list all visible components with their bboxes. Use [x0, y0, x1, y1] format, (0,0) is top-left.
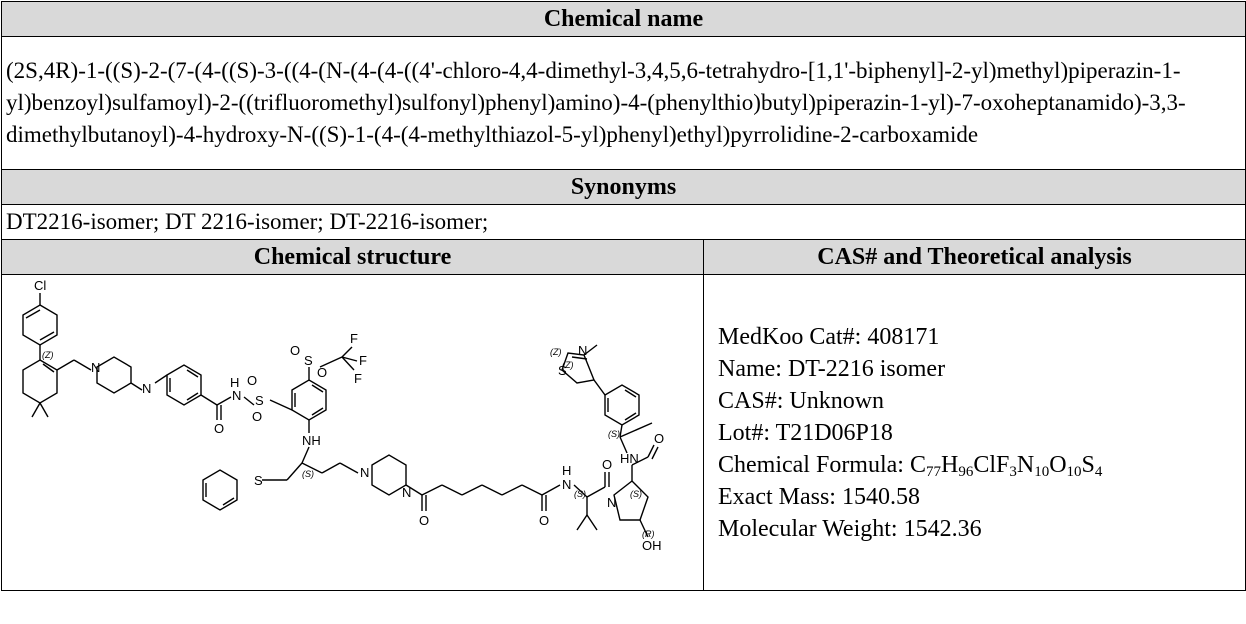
stereo-s-tert-leucine: (S) [574, 489, 586, 499]
synonyms-header: Synonyms [1, 169, 1246, 205]
atom-nh-aniline: NH [302, 433, 321, 448]
formula-element: H [940, 451, 959, 478]
atom-n-piperazine-1a: N [91, 360, 100, 375]
chemical-structure-header: Chemical structure [1, 239, 704, 275]
stereo-s-pyrrolidine: (S) [630, 489, 642, 499]
cas-analysis-header: CAS# and Theoretical analysis [703, 239, 1246, 275]
formula-element: S [1081, 451, 1095, 478]
atom-o-ketone: O [419, 513, 429, 528]
atom-n-piperazine-2a: N [360, 465, 369, 480]
atom-o-triflyl-2: O [317, 365, 327, 380]
atom-f-3: F [354, 371, 362, 386]
formula-element: O [1049, 451, 1067, 478]
atom-o-acyl: O [602, 457, 612, 472]
analysis-cell: MedKoo Cat#: 408171 Name: DT-2216 isomer… [703, 274, 1246, 591]
molecular-weight: Molecular Weight: 1542.36 [718, 515, 982, 542]
atom-oh: OH [642, 538, 662, 553]
atom-s-thioether: S [254, 473, 263, 488]
medkoo-cat: MedKoo Cat#: 408171 [718, 323, 940, 350]
stereo-s-ethyl: (S) [608, 429, 620, 439]
formula-label: Chemical Formula: [718, 451, 910, 478]
chemical-name-header: Chemical name [1, 1, 1246, 37]
product-sheet: Chemical name (2S,4R)-1-((S)-2-(7-(4-((S… [1, 1, 1246, 591]
synonyms-text: DT2216-isomer; DT 2216-isomer; DT-2216-i… [1, 204, 1246, 240]
formula-subscript: 3 [1009, 463, 1017, 480]
atom-o-sulfamoyl-1: O [247, 373, 257, 388]
atom-o-amide: O [214, 421, 224, 436]
atom-n-amide: N [232, 388, 241, 403]
atom-n-piperazine-2b: N [402, 485, 411, 500]
cas-number: CAS#: Unknown [718, 387, 885, 414]
chemical-name-text: (2S,4R)-1-((S)-2-(7-(4-((S)-3-((4-(N-(4-… [1, 36, 1246, 170]
chemical-structure-cell: Cl N N H N O S O O S O O F F F NH S [1, 274, 704, 591]
atom-n-pyrrolidine: N [607, 495, 616, 510]
atom-n-thiazole: N [578, 343, 587, 358]
formula-subscript: 96 [958, 463, 974, 480]
formula-element: N [1016, 451, 1035, 478]
stereo-z-thiazole-2: (Z) [562, 360, 574, 370]
stereo-r-hydroxy: (R) [642, 529, 655, 539]
atom-o-triflyl-1: O [290, 343, 300, 358]
stereo-z-thiazole-1: (Z) [550, 347, 562, 357]
exact-mass: Exact Mass: 1540.58 [718, 483, 920, 510]
stereo-s-chain: (S) [302, 469, 314, 479]
chemical-formula: Chemical Formula: C77H96ClF3N10O10S4 [718, 449, 1241, 481]
formula-subscript: 10 [1066, 463, 1082, 480]
product-name: Name: DT-2216 isomer [718, 355, 946, 382]
atom-s-sulfamoyl: S [255, 393, 264, 408]
atom-s-triflyl: S [304, 353, 313, 368]
atom-o-sulfamoyl-2: O [252, 409, 262, 424]
formula-element: C [909, 451, 926, 478]
formula-subscript: 10 [1034, 463, 1050, 480]
chemical-structure-drawing: Cl N N H N O S O O S O O F F F NH S [22, 278, 664, 553]
atom-f-2: F [359, 353, 367, 368]
stereo-z-cyclohexene: (Z) [42, 350, 54, 360]
atom-f-1: F [350, 331, 358, 346]
atom-o-amide-2: O [539, 513, 549, 528]
formula-subscript: 77 [925, 463, 941, 480]
atom-n-piperazine-1b: N [142, 381, 151, 396]
formula-element: ClF [973, 451, 1010, 478]
atom-cl: Cl [34, 278, 46, 293]
formula-subscript: 4 [1094, 463, 1103, 480]
atom-h-amide-2: H [562, 463, 571, 478]
atom-n-amide-2: N [562, 477, 571, 492]
atom-hn-carboxamide: HN [620, 451, 639, 466]
formula-value: C77H96ClF3N10O10S4 [909, 451, 1103, 480]
lot-number: Lot#: T21D06P18 [718, 419, 893, 446]
atom-h-amide: H [230, 375, 239, 390]
atom-s-thiazole: S [558, 363, 567, 378]
atom-o-carboxamide: O [654, 431, 664, 446]
